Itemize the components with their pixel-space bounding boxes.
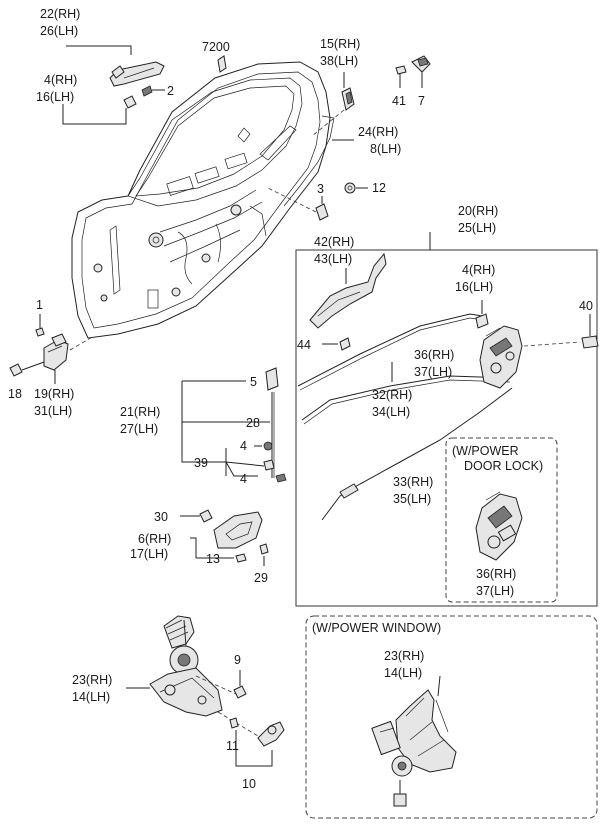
label-17lh: 17(LH) bbox=[130, 547, 168, 561]
label-44: 44 bbox=[297, 338, 311, 352]
power-door-lock-box bbox=[445, 437, 558, 603]
door-latch-36 bbox=[475, 300, 599, 389]
label-18: 18 bbox=[8, 387, 22, 401]
label-26lh: 26(LH) bbox=[40, 24, 78, 38]
label-4-c: 4 bbox=[240, 439, 247, 453]
label-8lh: 8(LH) bbox=[370, 142, 401, 156]
label-22rh: 22(RH) bbox=[40, 7, 80, 21]
rod-5-holder bbox=[265, 367, 279, 391]
label-35lh: 35(LH) bbox=[393, 492, 431, 506]
label-36rh-a: 36(RH) bbox=[414, 348, 454, 362]
label-19rh: 19(RH) bbox=[34, 387, 74, 401]
label-42rh: 42(RH) bbox=[314, 235, 354, 249]
power-latch bbox=[475, 491, 523, 561]
label-32rh: 32(RH) bbox=[372, 388, 412, 402]
label-10: 10 bbox=[242, 777, 256, 791]
inside-door-handle bbox=[180, 509, 269, 566]
callout-labels: 22(RH) 26(LH) 4(RH) 16(LH) 2 7200 15(RH)… bbox=[8, 7, 593, 791]
label-13: 13 bbox=[206, 552, 220, 566]
label-3: 3 bbox=[317, 182, 324, 196]
label-36rh-b: 36(RH) bbox=[476, 567, 516, 581]
label-7200: 7200 bbox=[202, 40, 230, 54]
label-30: 30 bbox=[154, 510, 168, 524]
label-38lh: 38(LH) bbox=[320, 54, 358, 68]
label-21rh: 21(RH) bbox=[120, 405, 160, 419]
label-33rh: 33(RH) bbox=[393, 475, 433, 489]
screw-40 bbox=[581, 335, 599, 349]
bolt-1 bbox=[35, 327, 45, 337]
bolt-41 bbox=[395, 65, 407, 75]
label-23rh-b: 23(RH) bbox=[384, 649, 424, 663]
clip-30 bbox=[199, 509, 213, 523]
label-24rh: 24(RH) bbox=[358, 125, 398, 139]
screw-13 bbox=[235, 553, 247, 563]
label-25lh: 25(LH) bbox=[458, 221, 496, 235]
label-4rh-b: 4(RH) bbox=[462, 263, 495, 277]
inside-handle-group bbox=[181, 367, 287, 483]
label-6rh: 6(RH) bbox=[138, 532, 171, 546]
label-12: 12 bbox=[372, 181, 386, 195]
label-39: 39 bbox=[194, 456, 208, 470]
label-29: 29 bbox=[254, 571, 268, 585]
label-16lh-a: 16(LH) bbox=[36, 90, 74, 104]
hinge-group bbox=[9, 314, 95, 384]
part-7200-clip bbox=[217, 55, 227, 73]
clip-3-grommet-12 bbox=[267, 182, 368, 221]
label-37lh-a: 37(LH) bbox=[414, 365, 452, 379]
lock-assembly-box bbox=[295, 249, 598, 607]
power-window-regulator bbox=[371, 675, 457, 807]
label-2: 2 bbox=[167, 84, 174, 98]
label-43lh: 43(LH) bbox=[314, 252, 352, 266]
spacer-11 bbox=[229, 717, 239, 729]
nut-9 bbox=[233, 685, 247, 699]
label-15rh: 15(RH) bbox=[320, 37, 360, 51]
bolt-18 bbox=[9, 363, 23, 377]
label-16lh-b: 16(LH) bbox=[455, 280, 493, 294]
label-31lh: 31(LH) bbox=[34, 404, 72, 418]
weatherstrip bbox=[283, 115, 354, 207]
label-27lh: 27(LH) bbox=[120, 422, 158, 436]
label-20rh: 20(RH) bbox=[458, 204, 498, 218]
power-window-box bbox=[305, 615, 598, 819]
power-door-lock-title-2: DOOR LOCK) bbox=[464, 459, 543, 473]
label-7: 7 bbox=[418, 94, 425, 108]
label-23rh-a: 23(RH) bbox=[72, 673, 112, 687]
label-28: 28 bbox=[246, 416, 260, 430]
label-4-d: 4 bbox=[240, 472, 247, 486]
label-5: 5 bbox=[250, 375, 257, 389]
grommet-12 bbox=[344, 182, 356, 194]
cable-end-33 bbox=[339, 483, 359, 499]
label-9: 9 bbox=[234, 653, 241, 667]
label-41: 41 bbox=[392, 94, 406, 108]
label-11: 11 bbox=[226, 739, 239, 753]
lock-rods bbox=[297, 313, 513, 521]
power-window-title: (W/POWER WINDOW) bbox=[312, 621, 441, 635]
label-1: 1 bbox=[36, 298, 43, 312]
label-14lh-a: 14(LH) bbox=[72, 690, 110, 704]
label-34lh: 34(LH) bbox=[372, 405, 410, 419]
power-door-lock-title-1: (W/POWER bbox=[452, 444, 519, 458]
top-right-small-parts bbox=[311, 55, 431, 137]
clip-4-16 bbox=[475, 313, 489, 329]
label-37lh-b: 37(LH) bbox=[476, 584, 514, 598]
label-40: 40 bbox=[579, 299, 593, 313]
screw-44 bbox=[322, 337, 351, 351]
door-panel bbox=[71, 61, 331, 339]
outside-handle-group bbox=[62, 45, 165, 125]
label-4rh-a: 4(RH) bbox=[44, 73, 77, 87]
manual-window-regulator bbox=[126, 615, 285, 767]
screw-29 bbox=[259, 543, 269, 555]
clip-3 bbox=[315, 203, 329, 221]
bracket-42-43 bbox=[309, 252, 387, 329]
handle-bracket bbox=[123, 95, 137, 109]
label-14lh-b: 14(LH) bbox=[384, 666, 422, 680]
